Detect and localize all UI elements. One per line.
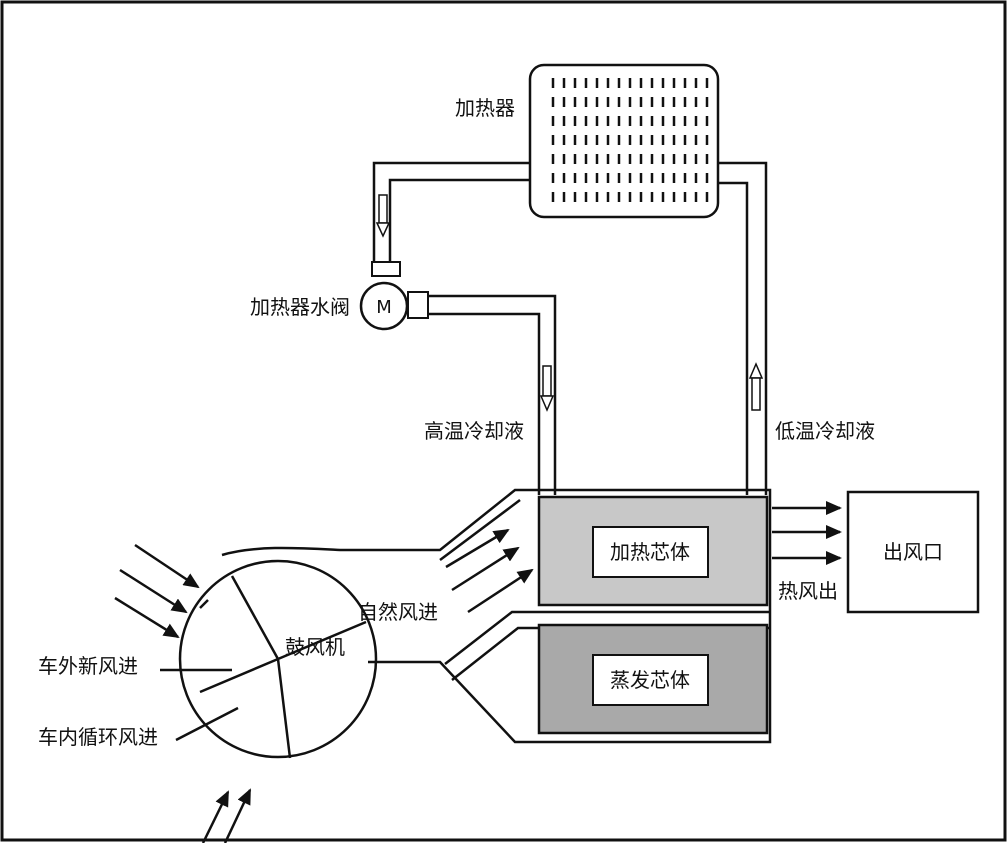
fresh-air-in-label: 车外新风进 [38,654,138,678]
hot-coolant-label: 高温冷却液 [424,419,524,443]
heater-label: 加热器 [455,96,515,120]
heater-core [537,495,769,607]
heater-core-label: 加热芯体 [610,540,690,564]
heater-valve: M [359,261,429,331]
outlet-box [846,490,980,614]
cold-coolant-label: 低温冷却液 [775,419,875,443]
flow-arrow-down-left [375,194,391,238]
pipe-heater-core-to-heater [718,161,768,495]
recirc-air-in-label: 车内循环风进 [38,725,158,749]
evaporator-core-label-box [592,654,709,706]
hot-air-out-label: 热风出 [778,579,838,603]
natural-air-arrows [445,528,534,614]
heater-core-label-box [592,526,709,578]
pipe-heater-to-valve [372,161,530,262]
evaporator-core-label: 蒸发芯体 [610,668,690,692]
blower-label: 鼓风机 [285,635,345,659]
pipe-valve-to-heater-core [424,294,557,495]
heater-valve-label: 加热器水阀 [250,295,350,319]
valve-motor-letter: M [376,297,392,318]
intake-flaps [160,668,239,742]
intake-arrows-upper [114,543,200,639]
outlet-label: 出风口 [883,540,943,564]
blower [178,559,378,759]
outlet-arrows [772,501,842,565]
natural-air-in-label: 自然风进 [358,600,438,624]
flow-arrow-down-hot [539,365,555,412]
flow-arrow-up-cold [748,362,764,411]
valve-motor-icon [359,281,409,331]
heater-radiator [528,63,720,219]
coolant-pipes [372,161,768,495]
heater-fins [551,78,709,202]
intake-arrows-lower [201,788,252,843]
